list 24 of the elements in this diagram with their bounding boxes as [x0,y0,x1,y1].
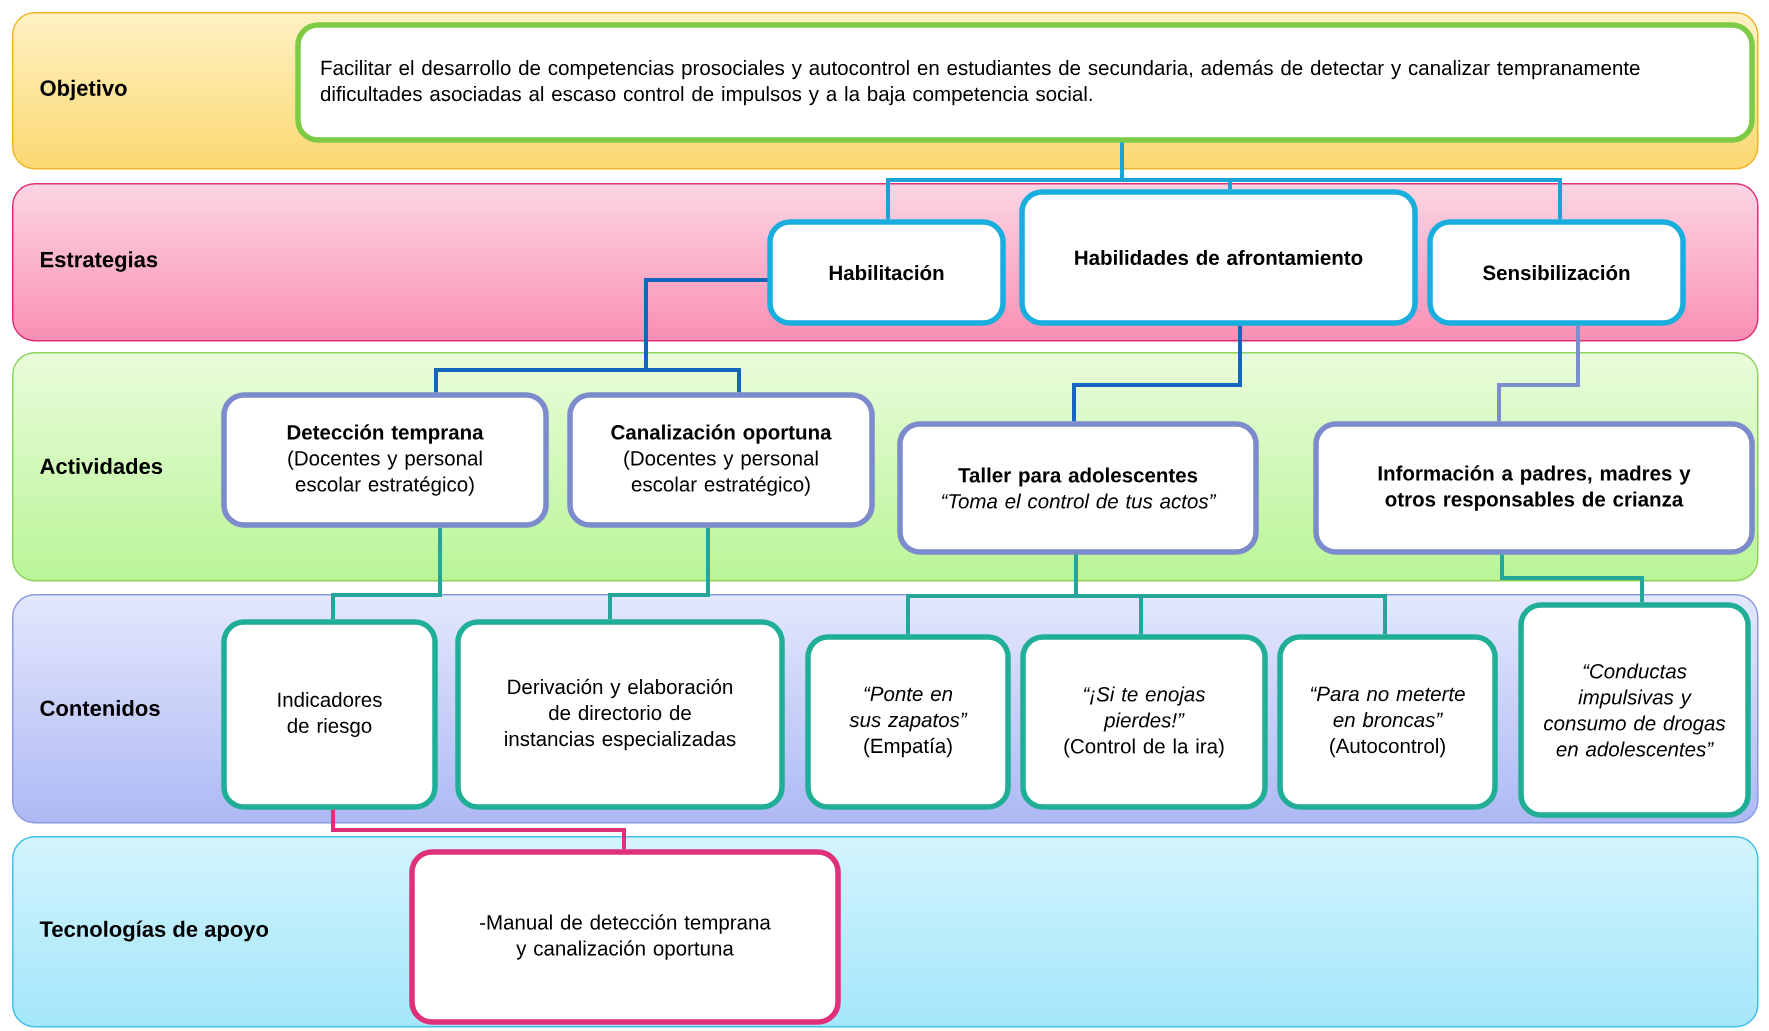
text-box: Taller para adolescentes “Toma el control de tus actos” [897,421,1259,555]
connector-line [1072,325,1242,422]
connector-line [1074,554,1387,635]
text-box: Derivación y elaboración de directorio de instancias especializadas [455,619,785,810]
text-box: Habilitación [767,219,1006,326]
text-box: “Para no meterte en broncas” (Autocontrol) [1277,634,1498,810]
text-box: Canalización oportuna (Docentes y personal escolar estratégico) [567,392,875,528]
text-box: “Ponte en sus zapatos” (Empatía) [805,634,1011,810]
connector-line [608,527,710,620]
text-box: Indicadores de riesgo [221,619,438,810]
text-box: Facilitar el desarrollo de competencias prosociales y autocontrol en estudiantes de secundaria, además de detectar y canalizar tempranamente dificultades asociadas al escaso control de impulsos y a la baja competencia social. [295,22,1755,143]
connector-line [1497,325,1580,422]
connector-line [644,278,768,393]
connector-line [331,809,626,850]
connector-line [1120,142,1562,220]
text-box: “Conductas impulsivas y consumo de drogas en adolescentes” [1518,602,1751,818]
text-box: -Manual de detección temprana y canalización oportuna [409,849,841,1025]
connector-line [331,527,442,620]
text-box: Detección temprana (Docentes y personal escolar estratégico) [221,392,549,528]
text-box: Habilidades de afrontamiento [1019,189,1418,326]
text-box: “¡Si te enojas pierdes!” (Control de la ira) [1020,634,1268,810]
text-box: Sensibilización [1427,219,1686,326]
connector-line [1500,554,1644,603]
text-box: Información a padres, madres y otros responsables de crianza [1313,421,1755,555]
